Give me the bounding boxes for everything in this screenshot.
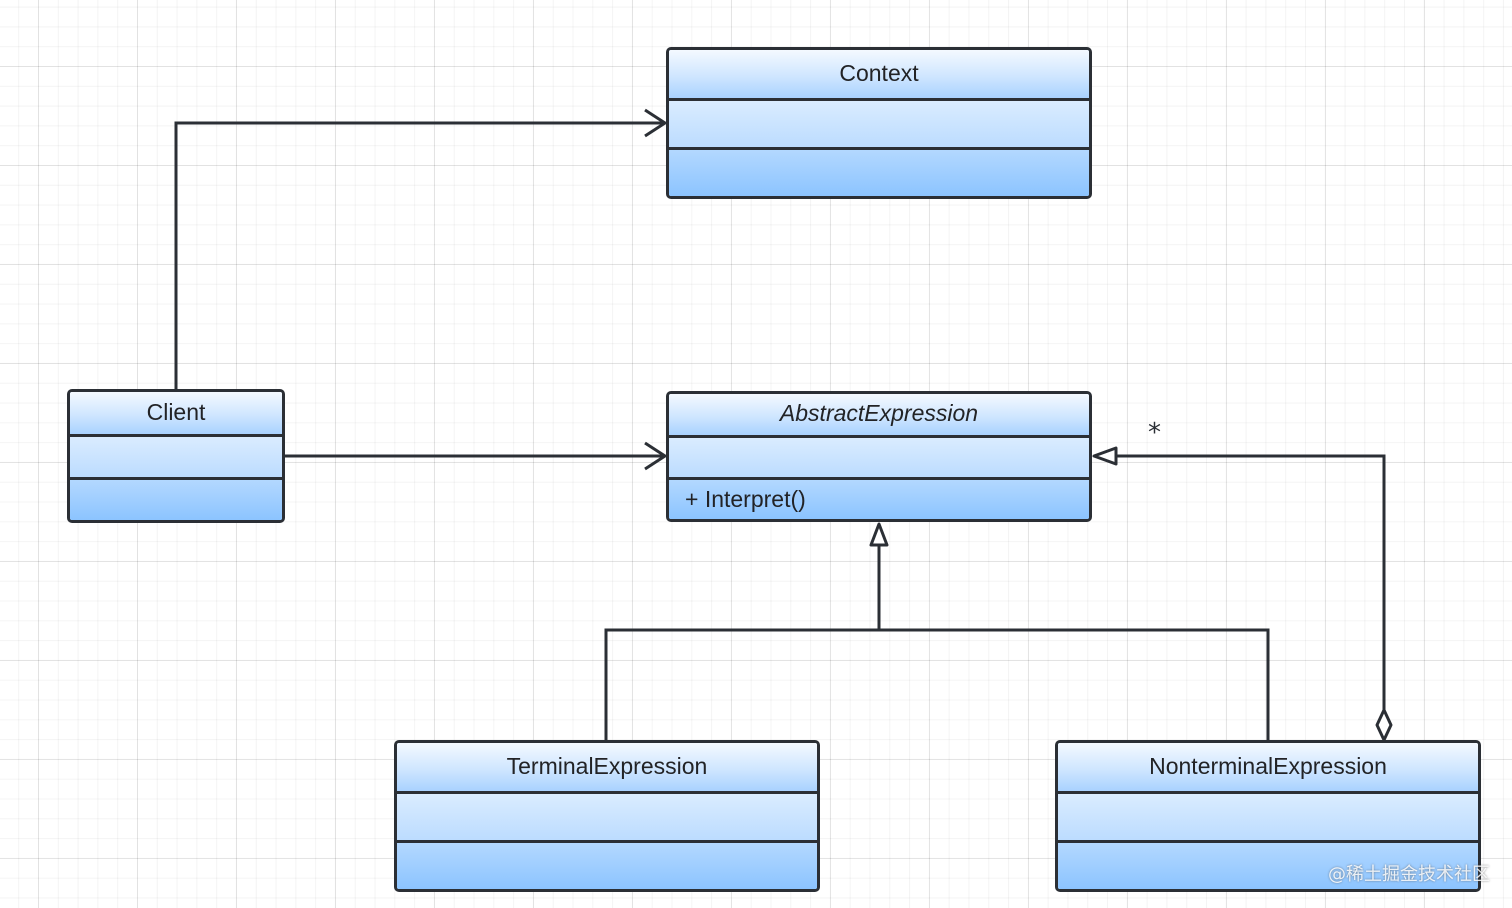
context-attributes [669,98,1089,147]
generalization-triangle [869,522,889,547]
abstract-expression-operations: + Interpret() [669,477,1089,519]
aggregation-multiplicity-label: * [1148,418,1161,448]
interpret-operation: + Interpret() [685,486,806,512]
nonterminal-expression-class[interactable]: NonterminalExpression [1055,740,1481,892]
terminal-expression-operations [397,840,817,889]
nonterminal-expression-class-name: NonterminalExpression [1058,743,1478,791]
terminal-expression-class-name: TerminalExpression [397,743,817,791]
aggregation-arrowhead [1092,446,1118,466]
client-class[interactable]: Client [67,389,285,523]
aggregation-diamond [1375,708,1393,742]
terminal-expression-attributes [397,791,817,840]
watermark-text: @稀土掘金技术社区 [1328,864,1490,885]
abstract-expression-class-name: AbstractExpression [669,394,1089,435]
client-class-name: Client [70,392,282,434]
nonterminal-expression-operations [1058,840,1478,889]
terminal-expression-class[interactable]: TerminalExpression [394,740,820,892]
abstract-expression-attributes [669,435,1089,477]
client-attributes [70,434,282,477]
aggregation-line [1116,454,1386,710]
nonterminal-expression-attributes [1058,791,1478,840]
generalization-tree [604,628,1270,742]
client-operations [70,477,282,520]
context-operations [669,147,1089,196]
client-to-context-association [174,121,664,390]
context-class-name: Context [669,50,1089,98]
client-to-context-arrowhead [644,108,668,138]
client-to-abstract-arrowhead [644,441,668,471]
abstract-expression-class[interactable]: AbstractExpression + Interpret() [666,391,1092,522]
context-class[interactable]: Context [666,47,1092,199]
